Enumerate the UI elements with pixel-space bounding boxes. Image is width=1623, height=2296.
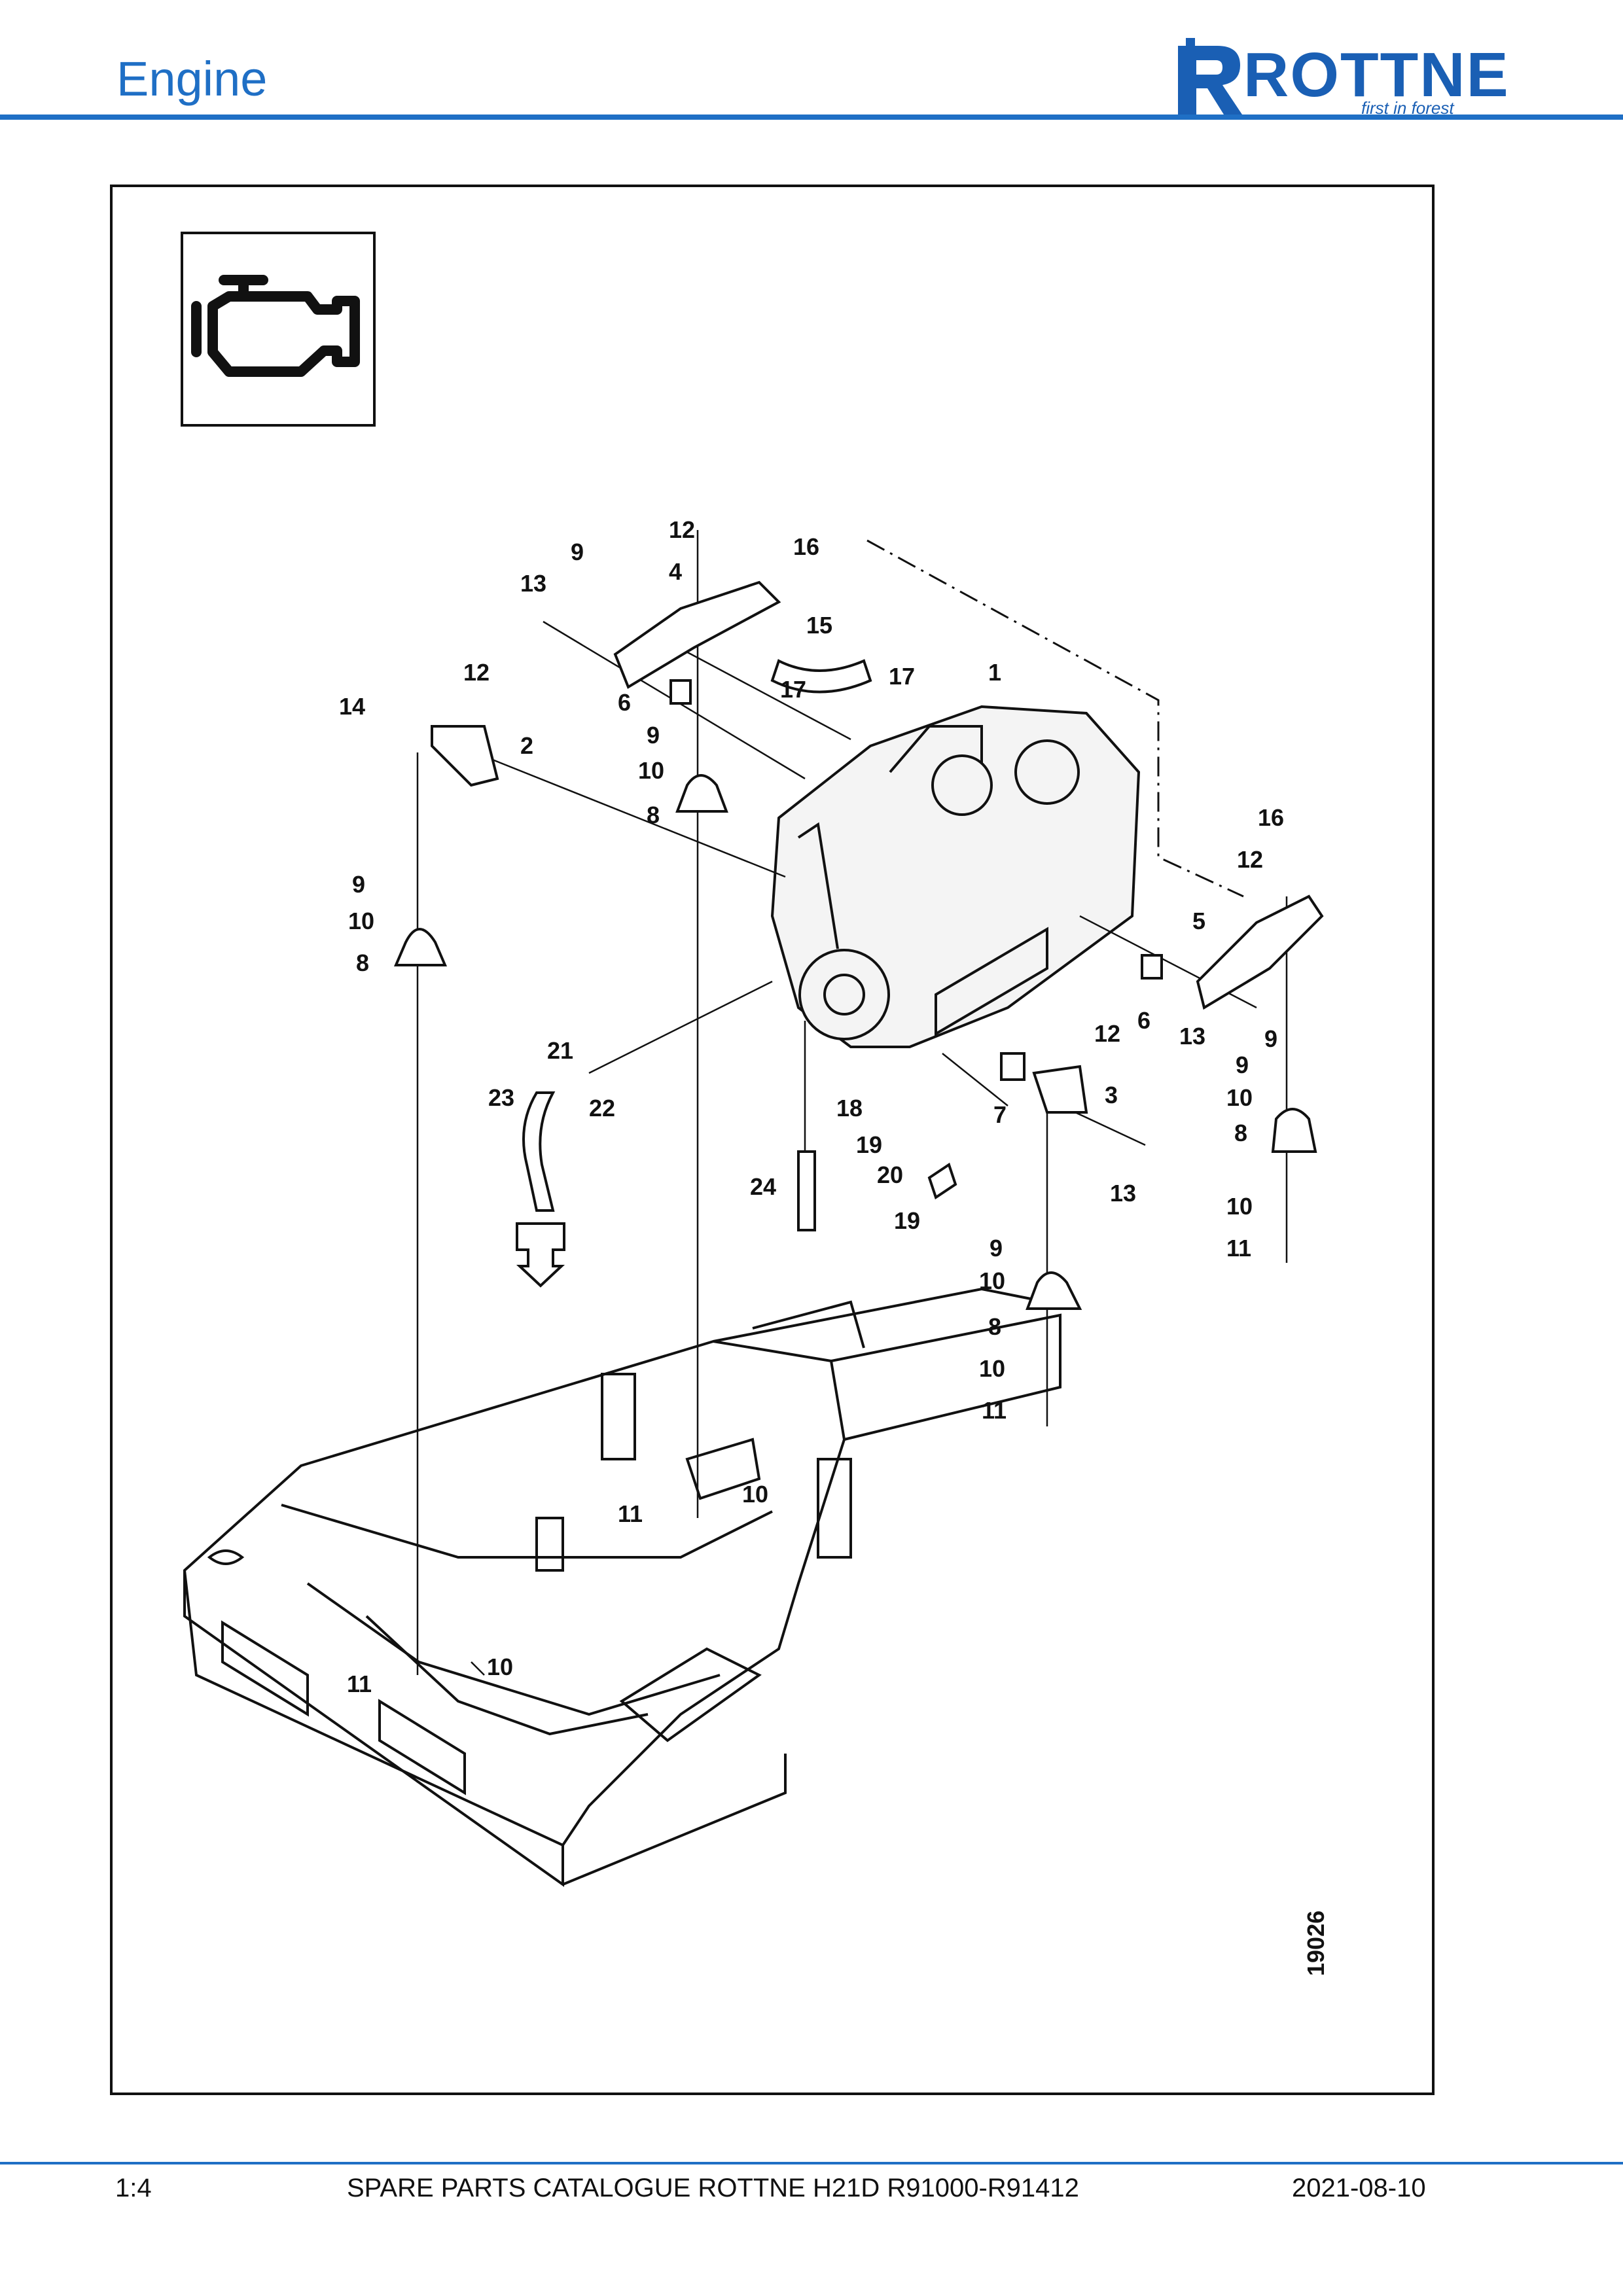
bracket-3-shape xyxy=(1032,1065,1088,1114)
callout-7: 7 xyxy=(993,1101,1007,1128)
callout-19-lower: 19 xyxy=(894,1207,920,1234)
spacer-6-left-shape xyxy=(669,679,692,705)
machine-frame-drawing xyxy=(183,1287,1061,1887)
engine-symbol-box xyxy=(181,232,376,427)
callout-11-frame-left: 11 xyxy=(347,1670,372,1697)
mount-parts-drawing xyxy=(393,580,1324,1310)
drawing-number: 19026 xyxy=(1302,1910,1329,1976)
callout-9-lower: 9 xyxy=(990,1235,1003,1262)
callout-10-lower: 10 xyxy=(979,1355,1005,1382)
callout-18: 18 xyxy=(836,1095,863,1122)
callout-10-center: 10 xyxy=(638,757,664,784)
bracket-2-shape xyxy=(431,725,499,787)
callout-11-right: 11 xyxy=(1226,1235,1251,1262)
callout-8-center: 8 xyxy=(647,802,660,828)
callout-16-right: 16 xyxy=(1258,804,1284,831)
callout-1: 1 xyxy=(988,659,1001,686)
callout-15: 15 xyxy=(806,612,832,639)
engine-mounting-diagram: 1 2 3 4 5 6 6 7 8 8 8 8 9 9 9 9 9 9 10 1… xyxy=(183,516,1324,1887)
callout-10-right-lower: 10 xyxy=(1226,1193,1253,1220)
rottne-logo: ROTTNE first in forest xyxy=(1171,33,1512,118)
callout-23: 23 xyxy=(488,1084,514,1111)
mount-8-lower-shape xyxy=(1026,1271,1082,1310)
clamp-20-shape xyxy=(927,1162,957,1200)
callout-9-right-upper: 9 xyxy=(1264,1025,1277,1052)
logo-wordmark: ROTTNE xyxy=(1243,40,1510,110)
callout-11-frame: 11 xyxy=(618,1500,643,1527)
callout-20: 20 xyxy=(877,1161,903,1188)
bracket-5-shape xyxy=(1196,894,1324,1010)
callout-10-frame: 10 xyxy=(742,1481,768,1508)
callout-10-right-upper: 10 xyxy=(1226,1084,1253,1111)
callout-9-left: 9 xyxy=(352,871,365,898)
logo-r-mark-icon xyxy=(1178,38,1242,115)
callout-24: 24 xyxy=(750,1173,776,1200)
page-title: Engine xyxy=(116,52,268,106)
footer-rule xyxy=(0,2162,1623,2164)
callout-21: 21 xyxy=(547,1037,573,1064)
callout-16-top: 16 xyxy=(793,533,819,560)
hose-23-shape xyxy=(522,1091,556,1212)
mount-8-left-shape xyxy=(393,928,448,966)
engine-assembly-drawing xyxy=(770,705,1141,1048)
callout-12-top: 12 xyxy=(669,516,695,543)
callout-8-lower: 8 xyxy=(988,1313,1001,1340)
callout-12-center: 12 xyxy=(1094,1020,1120,1047)
callout-9-top: 9 xyxy=(571,539,584,565)
diagram-frame xyxy=(110,185,1435,2095)
bracket-4-shape xyxy=(613,580,781,689)
footer-catalogue-title: SPARE PARTS CATALOGUE ROTTNE H21D R91000… xyxy=(347,2174,1079,2202)
down-arrow-icon xyxy=(516,1222,565,1288)
callout-4: 4 xyxy=(669,558,682,585)
header-rule xyxy=(0,115,1623,120)
footer-page-number: 1:4 xyxy=(115,2174,152,2202)
footer-date: 2021-08-10 xyxy=(1292,2174,1426,2202)
pipe-15-shape xyxy=(770,659,872,694)
callout-22: 22 xyxy=(589,1095,615,1122)
callout-14: 14 xyxy=(339,693,365,720)
callout-19-upper: 19 xyxy=(856,1131,882,1158)
callout-13-top: 13 xyxy=(520,570,546,597)
callout-labels: 1 2 3 4 5 6 6 7 8 8 8 8 9 9 9 9 9 9 10 1… xyxy=(339,516,1284,1697)
spacer-7-shape xyxy=(1000,1052,1026,1081)
hose-24-shape xyxy=(797,1150,816,1231)
callout-9-right: 9 xyxy=(1236,1051,1249,1078)
callout-2: 2 xyxy=(520,732,533,759)
spacer-6-right-shape xyxy=(1141,954,1163,980)
callout-6-left: 6 xyxy=(618,689,631,716)
callout-10-frame-left: 10 xyxy=(487,1653,513,1680)
callout-13-lower: 13 xyxy=(1110,1180,1136,1207)
callout-12-left: 12 xyxy=(463,659,490,686)
callout-9-center: 9 xyxy=(647,722,660,749)
callout-12-right: 12 xyxy=(1237,846,1263,873)
callout-8-left: 8 xyxy=(356,949,369,976)
callout-10-left: 10 xyxy=(348,908,374,934)
callout-11-lower: 11 xyxy=(982,1397,1007,1424)
callout-6-right: 6 xyxy=(1137,1007,1150,1034)
callout-5: 5 xyxy=(1192,908,1205,934)
mount-8-center-shape xyxy=(675,774,728,813)
callout-17-right: 17 xyxy=(889,663,915,690)
reference-dash-line xyxy=(866,539,1244,898)
callout-13-right: 13 xyxy=(1179,1023,1205,1050)
callout-3: 3 xyxy=(1105,1082,1118,1108)
callout-17-left: 17 xyxy=(780,676,806,703)
engine-icon xyxy=(191,275,360,377)
mount-8-right-shape xyxy=(1271,1108,1317,1153)
callout-8-right: 8 xyxy=(1234,1120,1247,1146)
callout-10-lower-upper: 10 xyxy=(979,1267,1005,1294)
